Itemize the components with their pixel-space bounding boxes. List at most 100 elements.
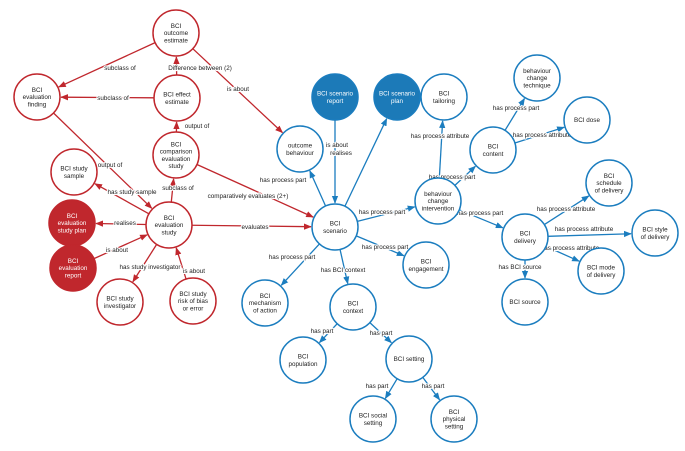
node-label-line: BCI style bbox=[642, 227, 668, 234]
edge-label: has process part bbox=[260, 177, 307, 184]
edge-label: has process part bbox=[359, 209, 406, 216]
edge-label: realises bbox=[330, 150, 352, 157]
node-label-line: BCI bbox=[520, 231, 531, 238]
node-circle bbox=[563, 96, 611, 144]
node-circle bbox=[414, 177, 462, 225]
edge-delivery-to-style bbox=[547, 230, 632, 238]
node-circle bbox=[13, 73, 61, 121]
node-circle bbox=[153, 74, 201, 122]
edge-label: has BCI context bbox=[321, 267, 366, 274]
node-label-line: BCI bbox=[421, 259, 432, 266]
node-label-line: BCI bbox=[439, 91, 450, 98]
node-label-line: of action bbox=[253, 307, 277, 314]
node-circle bbox=[96, 278, 144, 326]
edge-label: has process attribute bbox=[537, 206, 596, 213]
edge-label: has process attribute bbox=[513, 132, 572, 139]
edge-evaluation-study-to-study-sample bbox=[94, 183, 150, 215]
node-circle bbox=[577, 247, 625, 295]
edge-evaluation-study-to-study-investigator bbox=[132, 244, 158, 283]
edge-intervention-to-tailoring bbox=[438, 120, 446, 179]
edge-label: output of bbox=[185, 123, 210, 130]
node-label-line: context bbox=[343, 308, 364, 315]
node-setting[interactable]: BCI setting bbox=[385, 335, 433, 383]
node-label-line: evaluation bbox=[23, 94, 52, 101]
node-label-line: BCI bbox=[68, 258, 79, 265]
node-label-line: engagement bbox=[408, 266, 443, 273]
node-circle bbox=[279, 336, 327, 384]
edge-label: has process part bbox=[269, 254, 316, 261]
node-label-line: change bbox=[428, 198, 449, 205]
node-circle bbox=[311, 203, 359, 251]
nodes-layer: BCIoutcomeestimateBCIevaluationfindingBC… bbox=[13, 9, 679, 443]
edge-evaluation-study-to-scenario bbox=[191, 223, 312, 230]
node-label-line: BCI scenario bbox=[379, 91, 416, 98]
node-label-line: study plan bbox=[58, 227, 87, 234]
node-label-line: investigator bbox=[104, 303, 136, 310]
edge-delivery-to-mode bbox=[545, 245, 580, 262]
node-label-line: evaluation bbox=[58, 220, 87, 227]
edge-comparison-study-to-scenario bbox=[196, 163, 314, 218]
node-circle bbox=[329, 283, 377, 331]
node-label-line: BCI bbox=[604, 173, 615, 180]
edge-label: has process attribute bbox=[411, 133, 470, 140]
edge-bci-content-to-bct bbox=[504, 97, 526, 131]
node-label-line: mechanism bbox=[249, 300, 281, 307]
edge-scenario-to-intervention bbox=[357, 205, 416, 223]
edge-evaluation-study-to-comparison-study bbox=[169, 178, 177, 203]
node-circle bbox=[311, 73, 359, 121]
edge-bci-content-to-dose bbox=[514, 126, 565, 144]
node-label-line: population bbox=[288, 361, 318, 368]
node-circle bbox=[241, 279, 289, 327]
node-label-line: BCI bbox=[32, 87, 43, 94]
node-label-line: estimate bbox=[164, 37, 188, 44]
node-label-line: report bbox=[327, 98, 344, 105]
edges-layer bbox=[53, 42, 632, 401]
node-circle bbox=[169, 277, 217, 325]
node-source[interactable]: BCI source bbox=[501, 278, 549, 326]
edge-label: subclass of bbox=[162, 185, 194, 192]
node-label-line: of delivery bbox=[641, 234, 671, 241]
node-circle bbox=[50, 148, 98, 196]
node-label-line: study bbox=[168, 163, 184, 170]
node-circle bbox=[145, 201, 193, 249]
node-circle bbox=[152, 9, 200, 57]
edge-scenario-to-scenario-plan bbox=[344, 117, 388, 207]
node-dose[interactable]: BCI dose bbox=[563, 96, 611, 144]
edge-label: has process attribute bbox=[555, 226, 614, 233]
edge-label: is about bbox=[106, 247, 128, 254]
node-label-line: BCI study bbox=[106, 296, 134, 303]
node-label-line: BCI bbox=[330, 221, 341, 228]
node-label-line: BCI setting bbox=[394, 356, 425, 363]
edge-label: Difference between (2) bbox=[168, 65, 232, 72]
edge-label: has process part bbox=[493, 105, 540, 112]
